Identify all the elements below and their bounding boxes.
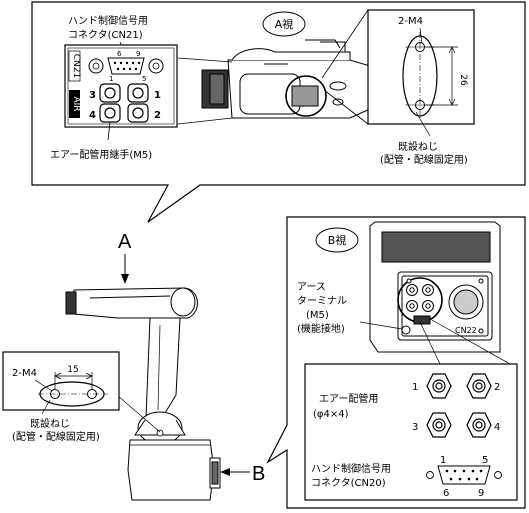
air-tag: AIR <box>71 96 81 111</box>
air-fitting-label: エアー配管用継手(M5) <box>50 148 152 161</box>
cn21-pin-5: 5 <box>142 75 146 83</box>
cn20-pin-5: 5 <box>482 455 488 466</box>
b-port-1: 1 <box>412 382 418 393</box>
view-b-bubble <box>315 227 359 253</box>
view-b-title: B視 <box>328 233 347 247</box>
a-hole-label: 2-M4 <box>398 16 423 27</box>
cn20-label-line2: コネクタ(CN20) <box>311 477 386 489</box>
cn21-pin-6: 6 <box>117 50 122 58</box>
a-existing-screw-line2: (配管・配線固定用) <box>380 153 468 166</box>
b-port-3: 3 <box>412 422 418 433</box>
b-air-fittings <box>426 373 492 438</box>
cn20-label-line1: ハンド制御信号用 <box>311 462 391 475</box>
view-a-title: A視 <box>275 17 294 31</box>
b-port-2: 2 <box>494 382 500 393</box>
cn22-tag: CN22 <box>455 326 477 335</box>
cn20-pin-9: 9 <box>478 488 484 499</box>
arrow-b-label: B <box>252 463 265 485</box>
connector-label-line1: ハンド制御信号用 <box>68 14 148 27</box>
dimension-15: 15 <box>67 365 78 375</box>
air-piping-line1: エアー配管用 <box>319 392 378 405</box>
a-port-1: 1 <box>154 90 161 101</box>
earth-line2: ターミナル <box>297 295 347 307</box>
earth-line4: (機能接地) <box>297 322 345 335</box>
base-screw-detail: 15 2-M4 既設ねじ (配管・配線固定用) <box>2 351 120 443</box>
a-screw-detail: 26 2-M4 既設ねじ (配管・配線固定用) <box>321 9 475 166</box>
arrow-a-label: A <box>118 231 132 253</box>
earth-line1: アース <box>297 282 326 293</box>
a-existing-screw-line1: 既設ねじ <box>398 140 438 153</box>
dimension-26: 26 <box>458 74 468 86</box>
view-a-bubble <box>262 11 306 37</box>
base-hole-label: 2-M4 <box>12 368 37 379</box>
base-existing-screw-line1: 既設ねじ <box>30 417 70 430</box>
arm-head-top-view <box>201 39 373 119</box>
cn21-pin-9: 9 <box>136 50 140 58</box>
b-port-4: 4 <box>494 422 500 433</box>
cn20-pin-6: 6 <box>443 488 449 499</box>
air-piping-line2: (φ4×4) <box>313 409 349 420</box>
cn21-pin-1: 1 <box>109 75 113 83</box>
a-port-4: 4 <box>89 110 96 121</box>
base-existing-screw-line2: (配管・配線固定用) <box>12 430 100 443</box>
panel-b: B視 CN22 アース ターミナル (M5) (機能接地) <box>266 216 526 509</box>
cn20-pin-1: 1 <box>440 455 446 466</box>
a-port-3: 3 <box>89 90 96 101</box>
panel-a: A視 ハンド制御信号用 コネクタ(CN21) CN21 AIR 6 <box>31 1 526 223</box>
cn21-tag: CN21 <box>71 54 81 78</box>
cn20-dsub: 1 5 6 9 <box>426 455 502 499</box>
earth-line3: (M5) <box>306 310 329 321</box>
robot-arm: A B <box>2 231 265 501</box>
connector-label-line2: コネクタ(CN21) <box>68 29 143 41</box>
a-port-2: 2 <box>154 110 161 121</box>
cn21-detail: ハンド制御信号用 コネクタ(CN21) CN21 AIR 6 9 1 <box>50 14 178 161</box>
